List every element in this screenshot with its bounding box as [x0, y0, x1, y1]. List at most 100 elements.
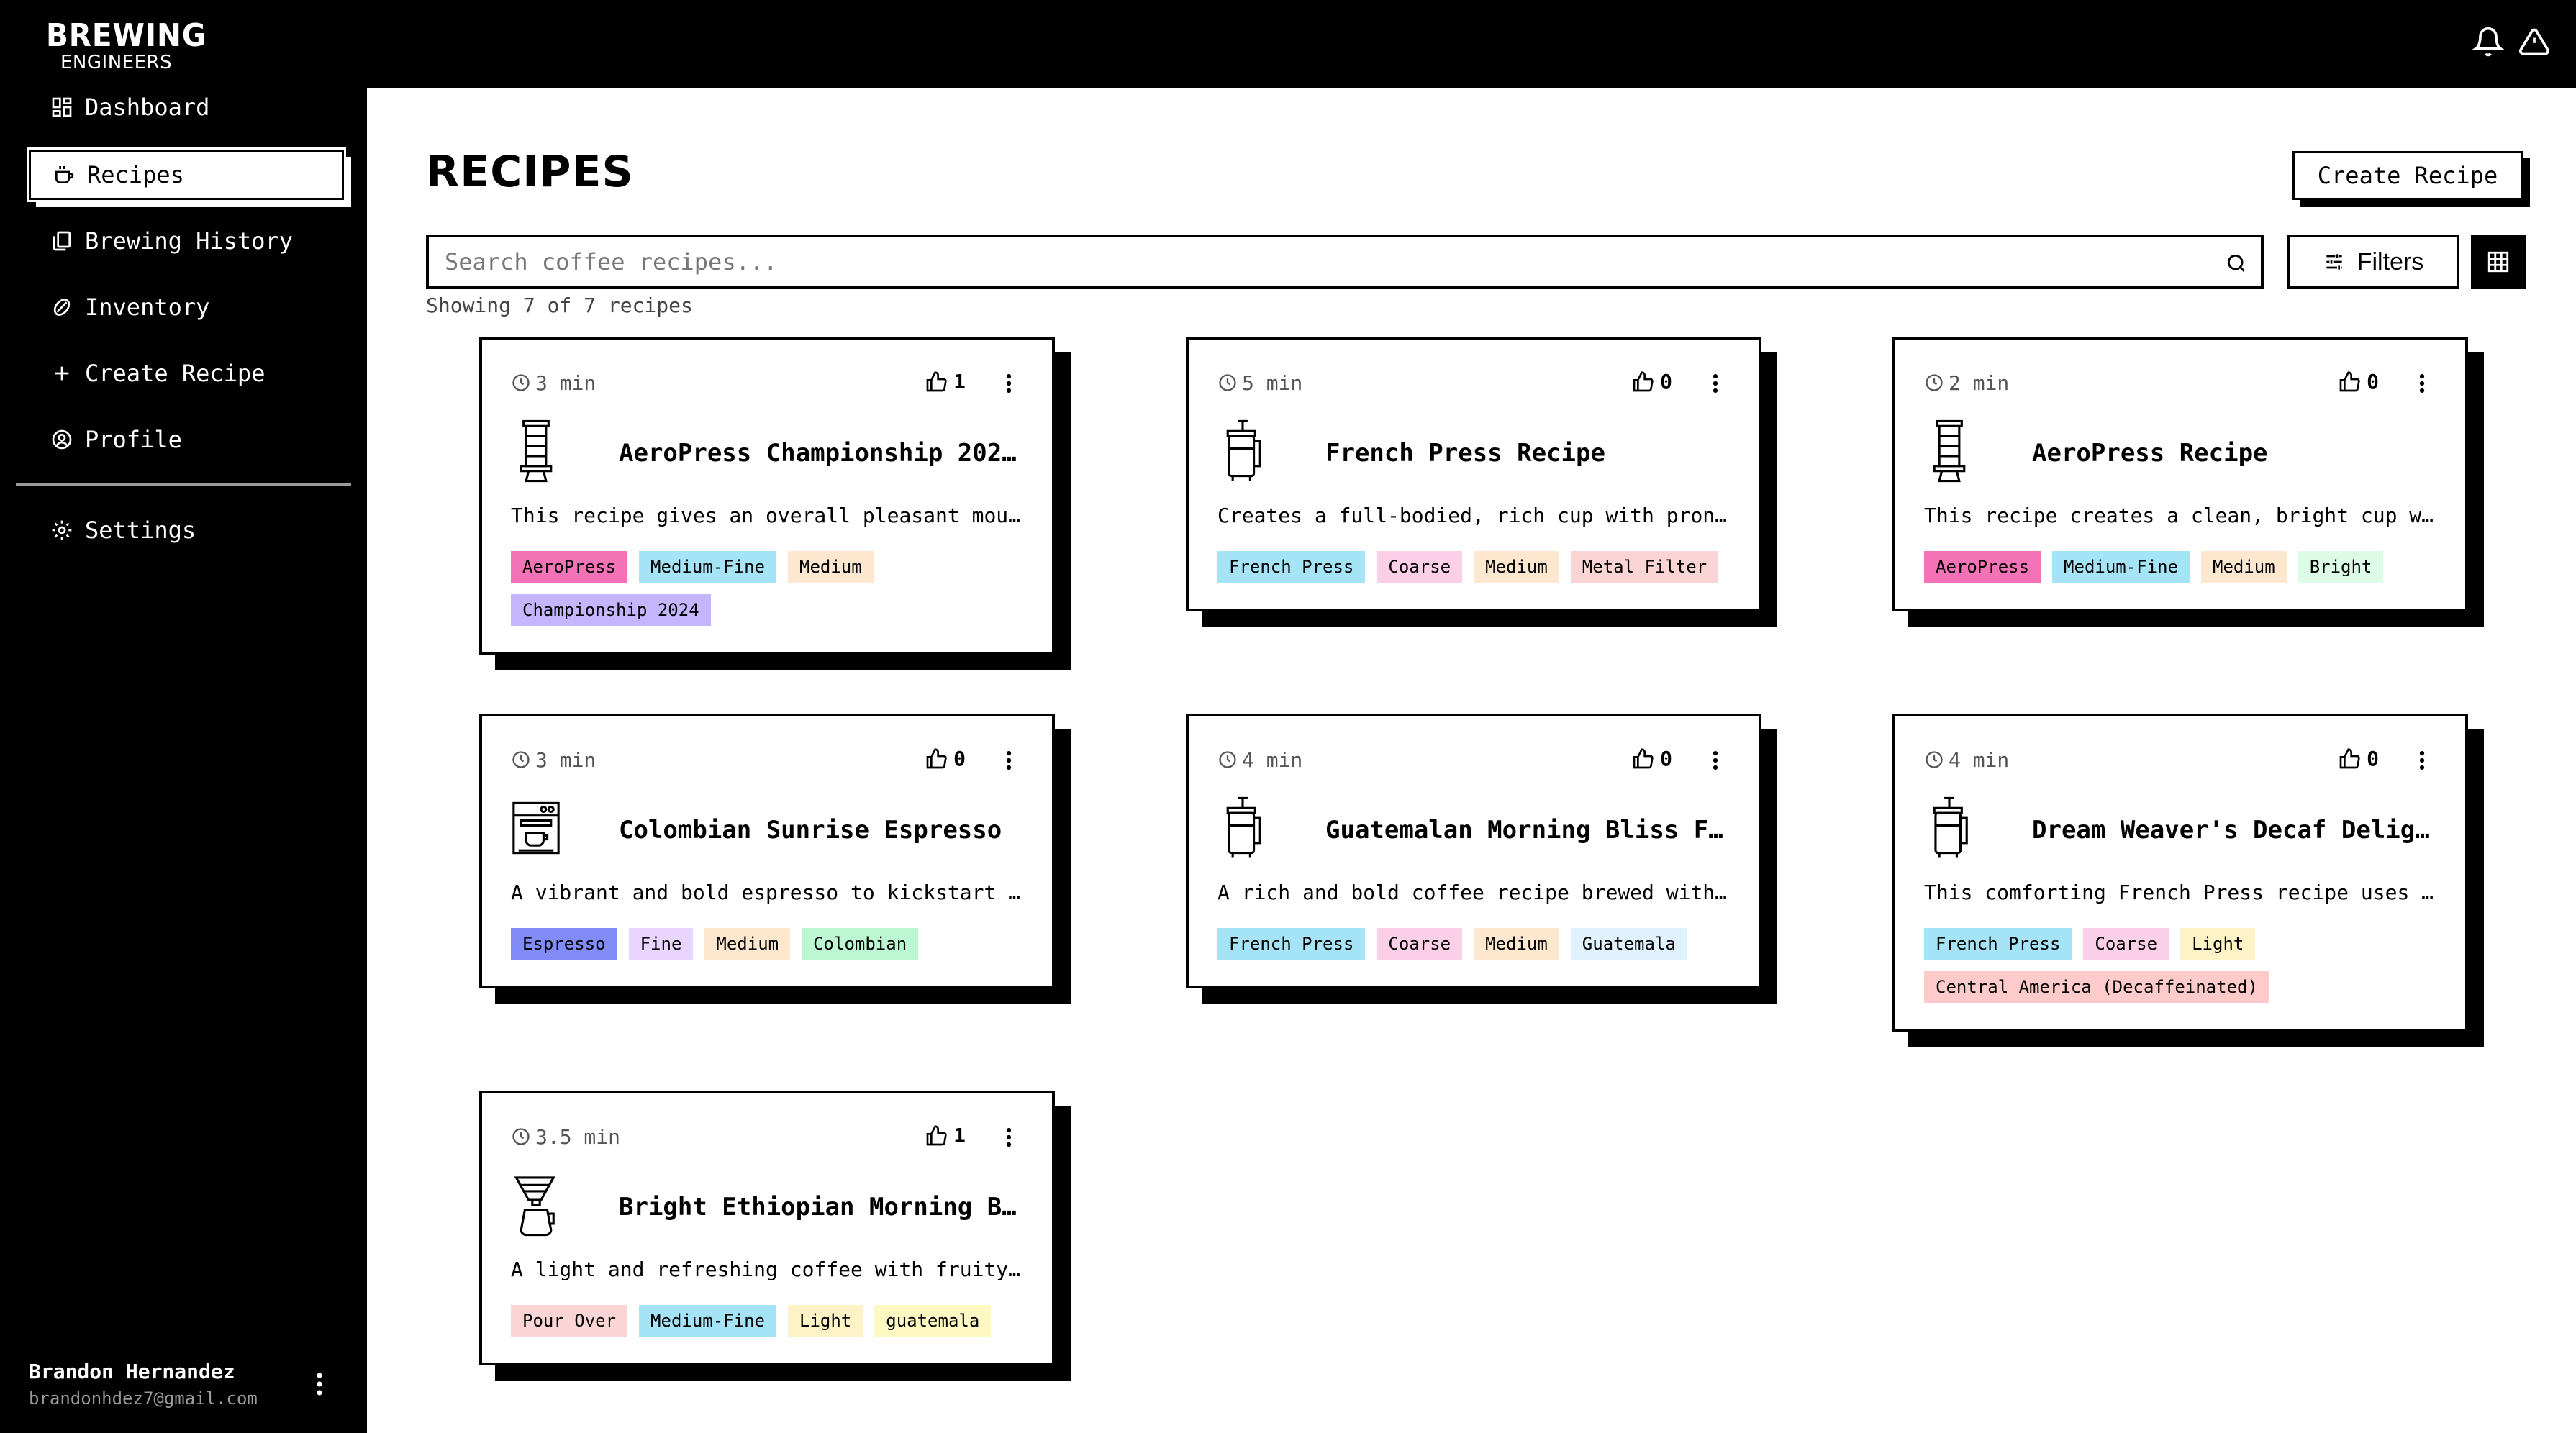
more-vertical-icon[interactable] [1708, 748, 1723, 773]
like-button[interactable]: 1 [925, 1124, 966, 1147]
recipe-card[interactable]: 5 min 0 French Press Recipe Creates a fu… [1186, 337, 1761, 611]
tag: Metal Filter [1570, 551, 1719, 583]
copy-document-icon [53, 231, 71, 251]
tag: French Press [1217, 928, 1366, 960]
sidebar-item-dashboard[interactable]: Dashboard [29, 82, 345, 132]
more-vertical-icon[interactable] [311, 1371, 328, 1397]
sidebar: BREWING ENGINEERS Dashboard Recipes Brew… [0, 0, 367, 1433]
sidebar-item-label: Dashboard [85, 94, 210, 121]
french-press-icon [1226, 419, 1261, 481]
tag: Light [788, 1305, 863, 1337]
tag: Espresso [511, 928, 617, 960]
thumbs-up-icon [1633, 747, 1654, 768]
tag: French Press [1217, 551, 1366, 583]
sidebar-divider [16, 483, 351, 486]
brew-time-value: 3 min [535, 747, 597, 772]
search-icon[interactable] [2225, 252, 2248, 275]
recipe-description: A vibrant and bold espresso to kickstart… [511, 881, 1029, 904]
tag: Medium-Fine [639, 551, 776, 583]
thumbs-up-icon [926, 1124, 947, 1145]
tag: Coarse [1377, 928, 1463, 960]
tag: Light [2180, 928, 2256, 960]
like-button[interactable]: 0 [925, 747, 966, 770]
like-count: 1 [953, 370, 966, 393]
more-vertical-icon[interactable] [1002, 1125, 1016, 1150]
brew-time-value: 3.5 min [535, 1124, 621, 1149]
recipe-description: This recipe creates a clean, bright cup … [1924, 504, 2442, 527]
sidebar-item-profile[interactable]: Profile [29, 414, 345, 465]
like-button[interactable]: 0 [1631, 370, 1672, 393]
recipe-card[interactable]: 3 min 0 Colombian Sunrise Espresso A vib… [479, 714, 1055, 988]
result-count: Showing 7 of 7 recipes [426, 294, 693, 317]
recipe-card[interactable]: 3 min 1 AeroPress Championship 2024 Winn… [479, 337, 1055, 655]
recipe-title: French Press Recipe [1325, 439, 1605, 468]
clock-icon [512, 374, 530, 391]
logo-sub-text: ENGINEERS [60, 52, 173, 73]
brew-time: 2 min [1924, 371, 2009, 395]
tag: Colombian [802, 928, 919, 960]
thumbs-up-icon [926, 747, 947, 768]
like-count: 0 [953, 747, 966, 770]
sidebar-item-label: Brewing History [85, 227, 293, 255]
brew-time-value: 3 min [535, 370, 597, 395]
app-logo[interactable]: BREWING ENGINEERS [46, 17, 220, 73]
thumbs-up-icon [1633, 370, 1654, 391]
like-count: 0 [1660, 747, 1672, 770]
tag: AeroPress [1924, 551, 2041, 583]
tag: Medium [1474, 928, 1559, 960]
tag-list: AeroPress Medium-Fine Medium Championshi… [511, 551, 1036, 626]
gear-icon [52, 520, 72, 540]
recipe-card[interactable]: 4 min 0 Dream Weaver's Decaf Delight Thi… [1892, 714, 2468, 1032]
sidebar-item-inventory[interactable]: Inventory [29, 282, 345, 332]
tag-list: French Press Coarse Medium Guatemala [1217, 928, 1743, 960]
thumbs-up-icon [926, 370, 947, 391]
logo-main-text: BREWING [46, 17, 207, 54]
more-vertical-icon[interactable] [1002, 748, 1016, 773]
like-count: 0 [2367, 370, 2379, 393]
like-count: 0 [1660, 370, 1672, 393]
user-circle-icon [52, 429, 72, 450]
grid-view-button[interactable] [2471, 235, 2526, 289]
coffee-bean-icon [53, 299, 71, 316]
tag: Pour Over [511, 1305, 628, 1337]
recipe-card[interactable]: 2 min 0 AeroPress Recipe This recipe cre… [1892, 337, 2468, 611]
more-vertical-icon[interactable] [2415, 748, 2429, 773]
sidebar-item-brewing-history[interactable]: Brewing History [29, 216, 345, 266]
more-vertical-icon[interactable] [1002, 371, 1016, 396]
like-button[interactable]: 1 [925, 370, 966, 393]
tag-list: French Press Coarse Light Central Americ… [1924, 928, 2449, 1003]
brew-time: 3 min [511, 371, 596, 395]
filters-button[interactable]: Filters [2287, 235, 2459, 289]
more-vertical-icon[interactable] [1708, 371, 1723, 396]
recipe-card[interactable]: 3.5 min 1 Bright Ethiopian Morning Brew … [479, 1091, 1055, 1365]
recipe-title: Bright Ethiopian Morning Brew [619, 1193, 1029, 1222]
recipe-card[interactable]: 4 min 0 Guatemalan Morning Bliss French … [1186, 714, 1761, 988]
clock-icon [512, 751, 530, 768]
french-press-icon [1226, 796, 1261, 858]
sidebar-item-create-recipe[interactable]: Create Recipe [29, 348, 345, 399]
plus-icon [55, 366, 69, 381]
tag: French Press [1924, 928, 2072, 960]
recipe-title: Dream Weaver's Decaf Delight [2032, 816, 2442, 845]
clock-icon [1219, 374, 1236, 391]
thumbs-up-icon [2339, 747, 2360, 768]
pour-over-icon [514, 1176, 555, 1237]
brew-time: 3.5 min [511, 1125, 620, 1149]
like-button[interactable]: 0 [2338, 370, 2379, 393]
coffee-cup-icon [55, 166, 74, 183]
tag: AeroPress [511, 551, 628, 583]
bell-icon[interactable] [2472, 26, 2504, 58]
tag: Medium [2201, 551, 2287, 583]
page-title: RECIPES [426, 147, 634, 197]
alert-triangle-icon[interactable] [2518, 26, 2550, 58]
search-input[interactable] [445, 248, 2172, 276]
more-vertical-icon[interactable] [2415, 371, 2429, 396]
like-button[interactable]: 0 [1631, 747, 1672, 770]
sidebar-item-settings[interactable]: Settings [29, 505, 345, 555]
sidebar-item-recipes[interactable]: Recipes [27, 147, 346, 202]
like-button[interactable]: 0 [2338, 747, 2379, 770]
recipe-title: AeroPress Championship 2024 Winner [619, 439, 1029, 468]
tag: Central America (Decaffeinated) [1924, 971, 2269, 1003]
recipe-description: This recipe gives an overall pleasant mo… [511, 504, 1029, 527]
create-recipe-button[interactable]: Create Recipe [2292, 151, 2523, 200]
